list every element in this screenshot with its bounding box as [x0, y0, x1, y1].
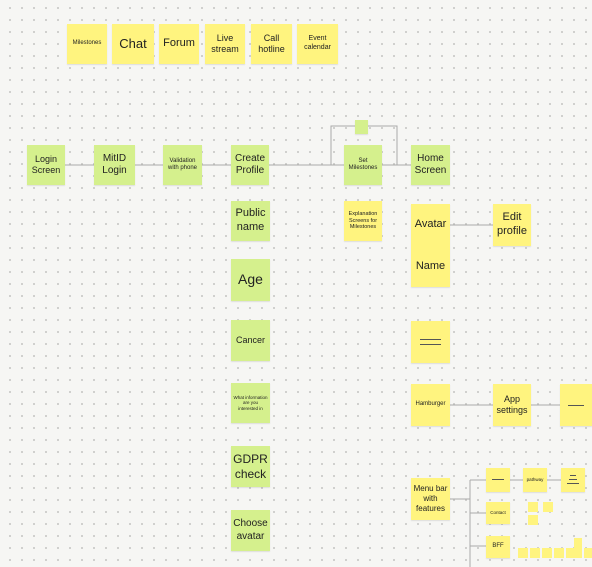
lines-icon-small	[567, 474, 579, 486]
note-mitid-login[interactable]: MitID Login	[94, 145, 135, 185]
mini-note[interactable]	[518, 548, 528, 558]
note-menu-bar[interactable]: Menu bar with features	[411, 478, 450, 520]
mini-note[interactable]	[566, 548, 576, 558]
note-cancer[interactable]: Cancer	[231, 320, 270, 361]
note-avatar[interactable]: Avatar	[411, 204, 450, 246]
note-edit-profile[interactable]: Edit profile	[493, 204, 531, 246]
mini-note[interactable]	[543, 502, 553, 512]
note-hamburger[interactable]: Hamburger	[411, 384, 450, 426]
note-explanation-screens[interactable]: Explanation Screens for Milestones	[344, 201, 382, 241]
note-set-milestones[interactable]: Set Milestones	[344, 145, 382, 185]
note-event-calendar[interactable]: Event calendar	[297, 24, 338, 64]
mini-note[interactable]	[554, 548, 564, 558]
underline-icon	[567, 399, 585, 411]
note-gdpr-check[interactable]: GDPR check	[231, 446, 270, 487]
mini-note[interactable]	[530, 548, 540, 558]
note-validation-with-phone[interactable]: Validation with phone	[163, 145, 202, 185]
note-live-stream[interactable]: Live stream	[205, 24, 245, 64]
note-underline[interactable]	[560, 384, 592, 426]
note-public-name[interactable]: Public name	[231, 201, 270, 241]
note-what-information[interactable]: What information are you interested in	[231, 383, 270, 423]
note-pathway[interactable]: pathway	[523, 468, 547, 492]
note-forum[interactable]: Forum	[159, 24, 199, 64]
note-chat[interactable]: Chat	[112, 24, 154, 64]
note-choose-avatar[interactable]: Choose avatar	[231, 510, 270, 551]
note-menu-line[interactable]	[486, 468, 510, 492]
note-lines[interactable]	[411, 321, 450, 363]
note-age[interactable]: Age	[231, 259, 270, 301]
note-name[interactable]: Name	[411, 246, 450, 287]
note-create-profile[interactable]: Create Profile	[231, 145, 269, 185]
note-bff[interactable]: BFF	[486, 536, 510, 558]
note-app-settings[interactable]: App settings	[493, 384, 531, 426]
note-menu-lines[interactable]	[561, 468, 585, 492]
note-small-green[interactable]	[355, 120, 368, 134]
note-call-hotline[interactable]: Call hotline	[251, 24, 292, 64]
mini-note[interactable]	[574, 538, 582, 558]
mini-note[interactable]	[584, 548, 592, 558]
note-home-screen[interactable]: Home Screen	[411, 145, 450, 185]
note-contact[interactable]: Contact	[486, 502, 510, 524]
mini-note[interactable]	[528, 515, 538, 525]
mini-note[interactable]	[528, 502, 538, 512]
lines-icon	[420, 336, 441, 348]
note-milestones[interactable]: Milestones	[67, 24, 107, 64]
note-login-screen[interactable]: Login Screen	[27, 145, 65, 185]
mini-note[interactable]	[542, 548, 552, 558]
line-icon	[492, 474, 504, 486]
